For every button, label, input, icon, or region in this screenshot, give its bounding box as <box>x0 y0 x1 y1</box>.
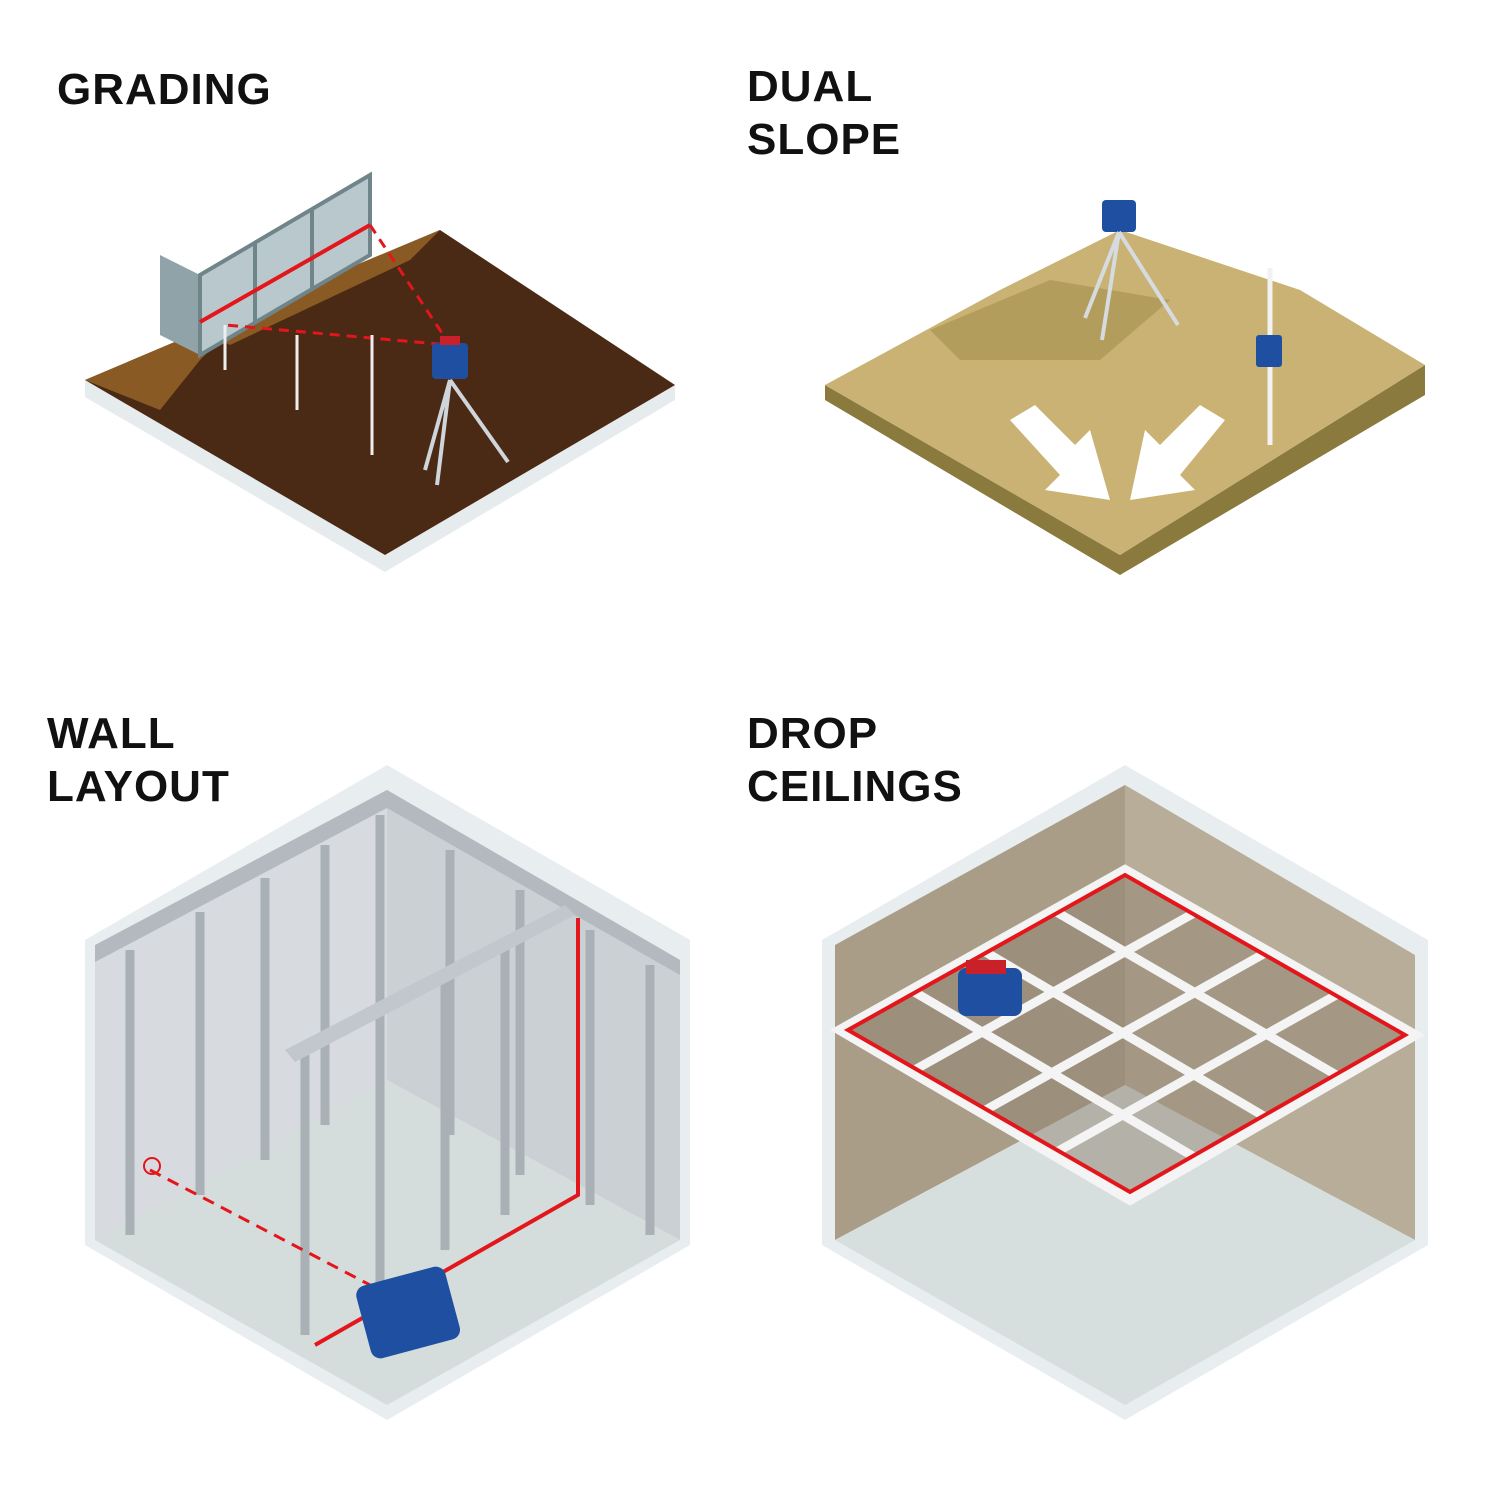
drop-ceilings-illustration <box>822 765 1428 1420</box>
panel-title-wall-layout: WALL LAYOUT <box>47 707 230 813</box>
title-line: LAYOUT <box>47 762 230 811</box>
title-line: CEILINGS <box>747 762 963 811</box>
panel-title-dual-slope: DUAL SLOPE <box>747 60 901 166</box>
dual-slope-illustration <box>825 200 1425 575</box>
panel-title-drop-ceilings: DROP CEILINGS <box>747 707 963 813</box>
wall-layout-illustration <box>85 765 690 1420</box>
title-line: DROP <box>747 709 879 758</box>
title-line: DUAL <box>747 62 874 111</box>
grading-illustration <box>85 171 675 572</box>
panel-title-grading: GRADING <box>57 63 272 116</box>
title-line: GRADING <box>57 65 272 114</box>
title-line: SLOPE <box>747 115 902 164</box>
title-line: WALL <box>47 709 176 758</box>
